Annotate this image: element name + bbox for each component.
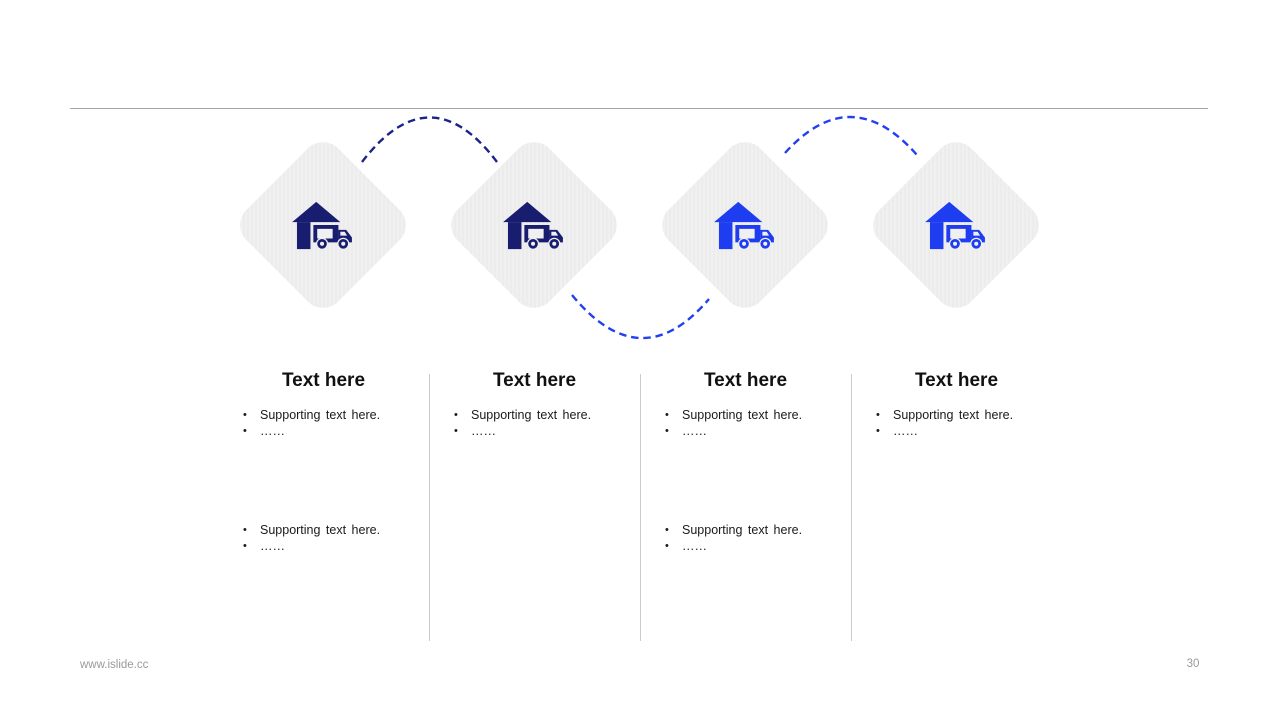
bullet-item: • Supporting text here. [429, 407, 640, 423]
bullet-text: Supporting text here. [682, 408, 803, 422]
bullet-marker: • [876, 425, 880, 437]
step-column-4: Text here • Supporting text here. • …… [851, 369, 1062, 641]
bullet-group: • Supporting text here. • …… [640, 407, 851, 439]
bullet-item: • …… [640, 538, 851, 554]
bullet-text: …… [893, 424, 918, 438]
bullet-item: • Supporting text here. [851, 407, 1062, 423]
bullet-marker: • [243, 425, 247, 437]
bullet-item: • Supporting text here. [218, 407, 429, 423]
bullet-text: …… [682, 424, 707, 438]
step-diamond-3 [653, 133, 837, 317]
bullet-item: • Supporting text here. [218, 522, 429, 538]
step-title: Text here [281, 370, 366, 391]
step-diamond-2 [442, 133, 626, 317]
bullet-marker: • [876, 409, 880, 421]
step-column-1: Text here • Supporting text here. • …… • Su… [218, 369, 429, 641]
page-number: 30 [1186, 658, 1200, 670]
warehouse-truck-icon [292, 201, 352, 250]
bullet-item: • …… [218, 538, 429, 554]
step-column-3: Text here • Supporting text here. • …… • Su… [640, 369, 851, 641]
bullet-text: Supporting text here. [471, 408, 592, 422]
header-rule-line [70, 108, 1208, 109]
column-divider-2 [640, 374, 641, 641]
bullet-marker: • [243, 540, 247, 552]
bullet-group: • Supporting text here. • …… [218, 407, 429, 439]
bullet-marker: • [665, 524, 669, 536]
dashed-arc-connector-3 [784, 115, 918, 156]
bullet-marker: • [665, 540, 669, 552]
bullet-group: • Supporting text here. • …… [851, 407, 1062, 439]
bullet-marker: • [454, 409, 458, 421]
bullet-marker: • [454, 425, 458, 437]
warehouse-truck-icon [503, 201, 563, 250]
bullet-text: Supporting text here. [893, 408, 1014, 422]
column-divider-3 [851, 374, 852, 641]
bullet-text: …… [260, 424, 285, 438]
bullet-text: …… [682, 539, 707, 553]
warehouse-truck-icon [714, 201, 774, 250]
bullet-item: • Supporting text here. [640, 407, 851, 423]
step-title: Text here [914, 370, 999, 391]
bullet-text: …… [471, 424, 496, 438]
dashed-arc-connector-1 [361, 116, 498, 163]
bullet-group: • Supporting text here. • …… [429, 407, 640, 439]
column-divider-1 [429, 374, 430, 641]
bullet-item: • …… [429, 423, 640, 439]
bullet-marker: • [665, 425, 669, 437]
bullet-item: • …… [640, 423, 851, 439]
footer-site-url: www.islide.cc [80, 659, 149, 671]
bullet-text: …… [260, 539, 285, 553]
bullet-marker: • [665, 409, 669, 421]
bullet-marker: • [243, 409, 247, 421]
bullet-group: • Supporting text here. • …… [640, 522, 851, 554]
bullet-text: Supporting text here. [260, 523, 381, 537]
bullet-group: • Supporting text here. • …… [218, 522, 429, 554]
bullet-text: Supporting text here. [682, 523, 803, 537]
bullet-marker: • [243, 524, 247, 536]
bullet-item: • …… [218, 423, 429, 439]
warehouse-truck-icon [925, 201, 985, 250]
step-column-2: Text here • Supporting text here. • …… [429, 369, 640, 641]
step-title: Text here [703, 370, 788, 391]
connector-arcs [361, 115, 918, 340]
step-diamond-1 [231, 133, 415, 317]
bullet-text: Supporting text here. [260, 408, 381, 422]
step-title: Text here [492, 370, 577, 391]
dashed-arc-connector-2 [571, 294, 710, 340]
bullet-item: • …… [851, 423, 1062, 439]
step-diamond-4 [864, 133, 1048, 317]
bullet-item: • Supporting text here. [640, 522, 851, 538]
